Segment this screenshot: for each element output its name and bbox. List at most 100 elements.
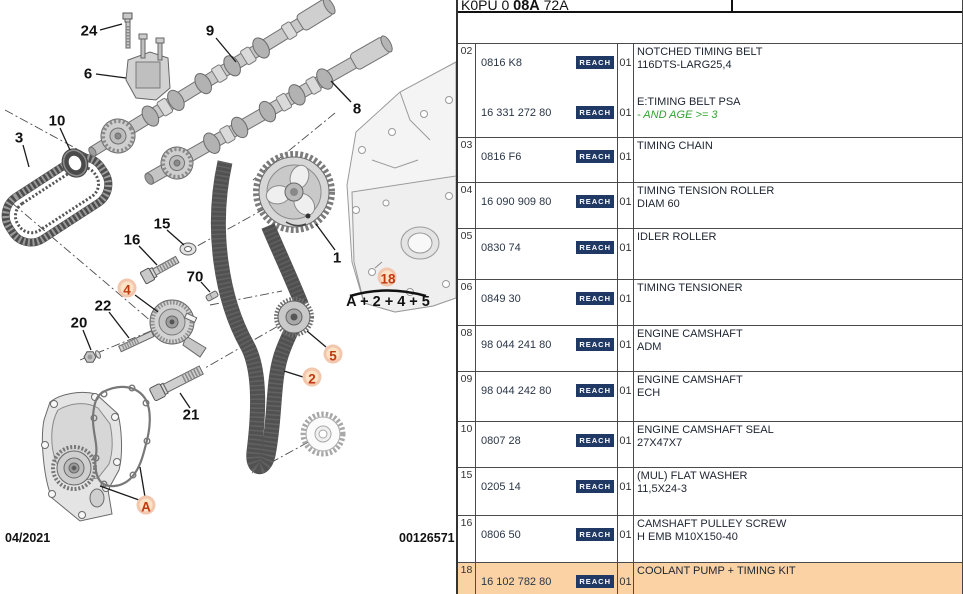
callout-24[interactable]: 24 — [80, 22, 98, 40]
callout-22[interactable]: 22 — [94, 297, 112, 315]
callout-18-highlighted[interactable]: 18 — [377, 267, 397, 287]
part-entry: 0830 74 REACH — [476, 229, 617, 275]
reach-badge[interactable]: REACH — [576, 241, 614, 254]
callout-5-highlighted[interactable]: 5 — [323, 344, 343, 364]
part-number[interactable]: 16 090 909 80 — [481, 196, 552, 208]
part-number[interactable]: 0205 14 — [481, 481, 521, 493]
description-entry: TIMING TENSIONER — [634, 280, 962, 326]
callout-A-highlighted[interactable]: A — [136, 495, 156, 515]
reach-badge[interactable]: REACH — [576, 528, 614, 541]
reach-badge[interactable]: REACH — [576, 575, 614, 588]
part-number[interactable]: 0849 30 — [481, 293, 521, 305]
part-subtitle: - AND AGE >= 3 — [637, 109, 718, 121]
camshaft-pulley-drawing — [253, 151, 335, 233]
reach-badge[interactable]: REACH — [576, 384, 614, 397]
callout-1[interactable]: 1 — [332, 249, 342, 267]
coolant-pump-drawing — [41, 391, 122, 522]
item-number: 02 — [458, 44, 476, 137]
callout-16[interactable]: 16 — [123, 231, 141, 249]
part-title: ENGINE CAMSHAFT SEAL — [637, 424, 774, 436]
part-column: 0806 50 REACH — [476, 516, 618, 562]
part-number[interactable]: 16 331 272 80 — [481, 107, 552, 119]
callout-70[interactable]: 70 — [186, 268, 204, 286]
part-subtitle: 27X47X7 — [637, 437, 683, 449]
reach-badge[interactable]: REACH — [576, 338, 614, 351]
part-subtitle: H EMB M10X150-40 — [637, 531, 738, 543]
callout-10[interactable]: 10 — [48, 112, 66, 130]
callout-2-highlighted[interactable]: 2 — [302, 367, 322, 387]
part-number[interactable]: 0830 74 — [481, 242, 521, 254]
part-entry: 0816 F6 REACH — [476, 138, 617, 184]
timing-chain-drawing — [1, 153, 113, 247]
callout-8[interactable]: 8 — [352, 100, 362, 118]
reach-badge[interactable]: REACH — [576, 292, 614, 305]
nut-drawing — [83, 350, 101, 363]
part-title: IDLER ROLLER — [637, 231, 717, 243]
qty-column: 01 — [618, 183, 634, 228]
item-number: 06 — [458, 280, 476, 325]
part-subtitle: ADM — [637, 341, 662, 353]
part-entry: 98 044 241 80 REACH — [476, 326, 617, 372]
callout-9[interactable]: 9 — [205, 22, 215, 40]
callout-20[interactable]: 20 — [70, 314, 88, 332]
callout-6[interactable]: 6 — [83, 65, 93, 83]
reach-badge[interactable]: REACH — [576, 150, 614, 163]
part-number[interactable]: 0816 F6 — [481, 151, 522, 163]
diagram-drawing — [1, 0, 456, 522]
part-entry: 16 090 909 80 REACH — [476, 183, 617, 229]
qty-column: 01 — [618, 372, 634, 421]
reach-badge[interactable]: REACH — [576, 480, 614, 493]
part-entry: 98 044 242 80 REACH — [476, 372, 617, 418]
camshaft-seal-drawing — [61, 148, 89, 178]
tensioner-stud-drawing — [118, 330, 155, 353]
part-number[interactable]: 0806 50 — [481, 529, 521, 541]
callout-3[interactable]: 3 — [14, 129, 24, 147]
description-entry: E:TIMING BELT PSA- AND AGE >= 3 — [634, 94, 962, 140]
reach-badge[interactable]: REACH — [576, 434, 614, 447]
callout-15[interactable]: 15 — [153, 215, 171, 233]
item-number: 16 — [458, 516, 476, 562]
description-entry: TIMING CHAIN — [634, 138, 962, 184]
camshaft-intake-drawing — [88, 0, 336, 157]
reach-badge[interactable]: REACH — [576, 106, 614, 119]
part-number[interactable]: 0816 K8 — [481, 57, 522, 69]
parts-table: K0PU 0 08A 72A 02 0816 K8 REACH 16 331 272 … — [456, 0, 963, 594]
part-column: 0849 30 REACH — [476, 280, 618, 325]
part-number[interactable]: 0807 28 — [481, 435, 521, 447]
quantity: 01 — [619, 107, 632, 119]
stud-drawing — [205, 290, 219, 302]
part-subtitle: 116DTS-LARG25,4 — [637, 59, 732, 71]
part-column: 0816 K8 REACH 16 331 272 80 REACH — [476, 44, 618, 137]
qty-column: 01 — [618, 138, 634, 182]
catalog-header: K0PU 0 08A 72A — [458, 0, 962, 14]
part-number[interactable]: 16 102 782 80 — [481, 576, 552, 588]
callout-21[interactable]: 21 — [182, 406, 200, 424]
quantity: 01 — [619, 576, 632, 588]
part-number[interactable]: 98 044 242 80 — [481, 385, 552, 397]
part-column: 0830 74 REACH — [476, 229, 618, 279]
description-column: IDLER ROLLER — [634, 229, 962, 279]
quantity: 01 — [619, 385, 632, 397]
diagram-date: 04/2021 — [5, 531, 51, 545]
item-number: 05 — [458, 229, 476, 279]
part-entry: 0807 28 REACH — [476, 422, 617, 468]
callout-4-highlighted[interactable]: 4 — [117, 278, 137, 298]
reach-badge[interactable]: REACH — [576, 56, 614, 69]
part-number[interactable]: 98 044 241 80 — [481, 339, 552, 351]
reach-badge[interactable]: REACH — [576, 195, 614, 208]
quantity: 01 — [619, 293, 632, 305]
